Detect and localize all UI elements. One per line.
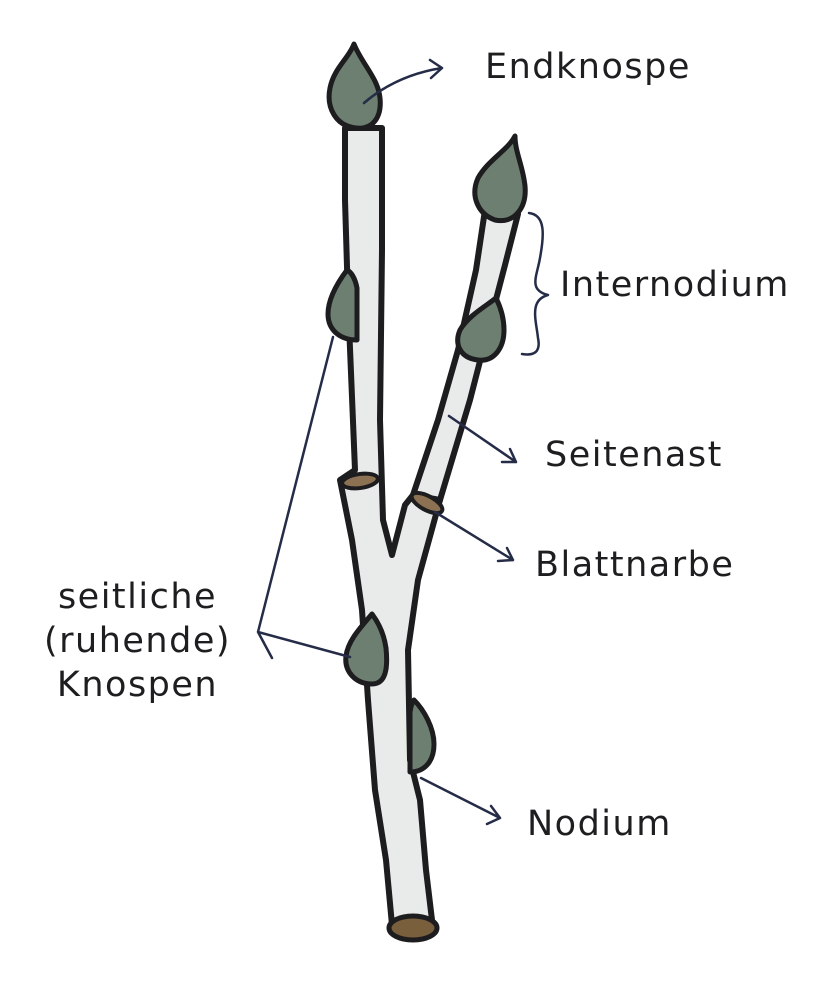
side-lateral-bud-icon: [455, 295, 507, 363]
lateral-bud-upper-icon: [325, 267, 360, 343]
endknospe-pointer: [362, 58, 444, 105]
leaf-scar-right-icon: [409, 490, 445, 516]
label-blattnarbe: Blattnarbe: [535, 545, 735, 585]
blattnarbe-pointer: [433, 510, 515, 563]
label-lateral-buds-line-2: (ruhende): [43, 621, 232, 661]
label-endknospe: Endknospe: [485, 47, 691, 87]
main-stem: [337, 125, 443, 928]
nodium-pointer: [419, 776, 502, 826]
internode-brace-icon: [520, 211, 550, 356]
node-bud-icon: [407, 697, 437, 775]
label-seitenast: Seitenast: [545, 435, 723, 475]
leaf-scar-left-icon: [340, 471, 380, 491]
lateral-bud-lower-icon: [343, 611, 390, 687]
label-internodium: Internodium: [560, 265, 790, 305]
cut-end-icon: [386, 913, 440, 943]
terminal-bud-icon: [326, 41, 383, 131]
label-lateral-buds: seitliche (ruhende) Knospen: [30, 575, 245, 707]
label-nodium: Nodium: [527, 804, 672, 844]
lateral-buds-pointer: [256, 335, 352, 660]
seitenast-pointer: [447, 414, 518, 464]
side-terminal-bud-icon: [472, 133, 528, 224]
label-lateral-buds-line-3: Knospen: [56, 665, 219, 705]
label-lateral-buds-line-1: seitliche: [57, 577, 218, 617]
